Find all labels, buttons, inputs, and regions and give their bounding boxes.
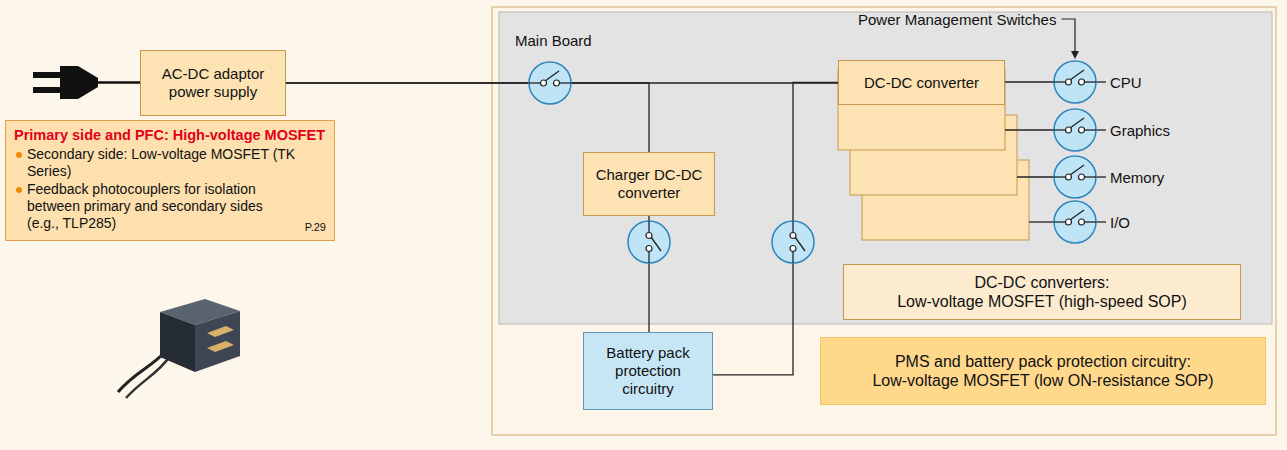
- switch-symbol: [792, 252, 793, 264]
- wire: [713, 83, 838, 375]
- box-text: PMS and battery pack protection circuitr…: [895, 352, 1191, 371]
- switch-symbol: [628, 221, 670, 263]
- output-wires: [1096, 221, 1106, 222]
- switch-symbol: [554, 80, 560, 86]
- switch-symbol: [1054, 201, 1096, 243]
- output-wires: [1096, 176, 1106, 177]
- charger-box: Charger DC-DC converter: [583, 152, 715, 216]
- leader-arrow: [1061, 19, 1075, 52]
- switch-symbol: [792, 221, 793, 233]
- switch-symbol: [560, 82, 572, 83]
- board-label: Main Board: [515, 32, 592, 49]
- load-label: I/O: [1110, 214, 1130, 231]
- switch-symbol: [1054, 156, 1096, 198]
- output-wires: [1096, 129, 1106, 130]
- switch-symbol: [1079, 79, 1085, 85]
- switch-symbol: [790, 233, 796, 239]
- box-text: Charger DC-DC converter: [590, 166, 708, 202]
- pref-text: P.29: [305, 221, 326, 234]
- adaptor-illustration: [207, 341, 234, 352]
- outer-panel: [492, 7, 1276, 435]
- output-wires: [1017, 176, 1054, 177]
- load-label: CPU: [1110, 74, 1142, 91]
- switch-symbol: [1079, 219, 1085, 225]
- output-wires: [1096, 81, 1106, 82]
- switch-symbol: [648, 221, 649, 233]
- switch-symbol: [529, 62, 571, 104]
- box-text: DC-DC converters:: [974, 273, 1109, 292]
- switch-symbol: [1066, 174, 1072, 180]
- bul last-text: Feedback photocouplers for isolation bet…: [14, 181, 326, 232]
- adaptor-illustration: [160, 312, 195, 372]
- converter-box: DC-DC converter: [838, 60, 1005, 105]
- switch-symbol: [1054, 61, 1096, 103]
- switch-symbol: [529, 82, 541, 83]
- box-text: Low-voltage MOSFET (high-speed SOP): [897, 292, 1187, 311]
- box-text: Low-voltage MOSFET (low ON-resistance SO…: [872, 371, 1213, 390]
- output-wires: [1029, 221, 1054, 222]
- switch-symbol: [772, 221, 814, 263]
- switch-symbol: [1054, 221, 1066, 222]
- switch-symbol: [1054, 156, 1096, 198]
- battery-box: Battery pack protection circuitry: [583, 332, 713, 410]
- box-text: DC-DC converter: [864, 74, 979, 92]
- box-text: AC-DC adaptor power supply: [147, 65, 279, 101]
- switches-label: Power Management Switches: [858, 11, 1056, 28]
- switch-symbol: [1085, 129, 1097, 130]
- plug-icon: [33, 87, 61, 93]
- note-box: PMS and battery pack protection circuitr…: [820, 337, 1266, 405]
- switch-symbol: [1066, 127, 1072, 133]
- switch-symbol: [1085, 176, 1097, 177]
- head-text: Primary side and PFC: High-voltage MOSFE…: [14, 127, 326, 144]
- switch-symbol: [1054, 109, 1096, 151]
- load-label: Graphics: [1110, 122, 1170, 139]
- plug-icon: [60, 66, 98, 99]
- plug-icon: [33, 72, 61, 78]
- bul-text: Secondary side: Low-voltage MOSFET (TK S…: [14, 146, 326, 180]
- bullet-dot: [16, 152, 22, 158]
- switch-symbol: [646, 246, 652, 252]
- switch-symbol: [1054, 176, 1066, 177]
- main-board-panel: [499, 12, 1272, 324]
- switch-symbol: [541, 80, 547, 86]
- plug-icon: [98, 81, 140, 84]
- switch-symbol: [1066, 219, 1072, 225]
- switch-symbol: [772, 221, 814, 263]
- adaptor-illustration: [118, 299, 240, 398]
- switch-symbol: [1054, 201, 1096, 243]
- adaptor-illustration: [126, 356, 170, 398]
- switch-symbol: [1054, 81, 1066, 82]
- leader-arrow: [1071, 51, 1079, 59]
- adaptor-illustration: [207, 326, 234, 337]
- leader-arrow: [1061, 19, 1079, 59]
- box-text: Battery pack protection circuitry: [590, 344, 706, 398]
- load-label: Memory: [1110, 169, 1164, 186]
- switch-symbol: [1054, 109, 1096, 151]
- plug-icon: [33, 66, 140, 99]
- switch-symbol: [1054, 61, 1096, 103]
- switch-symbol: [1054, 129, 1066, 130]
- switch-symbol: [648, 252, 649, 264]
- output-wires: [1005, 82, 1106, 222]
- bullet-dot: [16, 187, 22, 193]
- output-wires: [1005, 129, 1054, 130]
- switch-symbol: [1085, 221, 1097, 222]
- adaptor-illustration: [118, 352, 165, 392]
- output-wires: [1005, 81, 1054, 82]
- switch-symbol: [1079, 174, 1085, 180]
- switch-symbol: [1066, 79, 1072, 85]
- note-box: DC-DC converters:Low-voltage MOSFET (hig…: [843, 264, 1241, 320]
- switch-symbol: [790, 246, 796, 252]
- adaptor-box: AC-DC adaptor power supply: [140, 50, 286, 116]
- switch-symbol: [1079, 127, 1085, 133]
- adaptor-illustration: [195, 311, 240, 372]
- switch-symbol: [1085, 81, 1097, 82]
- switch-symbol: [529, 62, 571, 104]
- callout-box: Primary side and PFC: High-voltage MOSFE…: [5, 120, 335, 241]
- switch-symbol: [646, 233, 652, 239]
- wire: [286, 83, 649, 152]
- switch-symbol: [628, 221, 670, 263]
